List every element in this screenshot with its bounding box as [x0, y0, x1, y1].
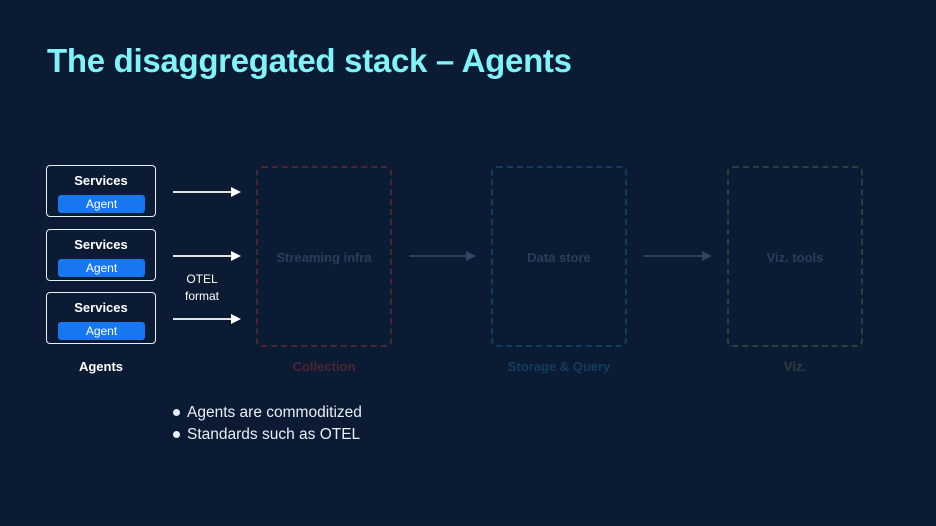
services-box-3: Services Agent — [46, 292, 156, 344]
services-label: Services — [74, 237, 128, 252]
agent-arrow-1 — [173, 187, 241, 197]
otel-label-line2: format — [184, 289, 219, 303]
stage-arrow-1 — [409, 251, 476, 261]
bullet-list: Agents are commoditized Standards such a… — [172, 404, 362, 448]
streaming-infra-label: Streaming infra — [276, 250, 372, 265]
storage-box: Data store — [491, 166, 627, 347]
data-store-label: Data store — [527, 250, 591, 265]
agent-chip: Agent — [58, 322, 145, 340]
viz-box: Viz. tools — [727, 166, 863, 347]
agent-arrow-2 — [173, 251, 241, 261]
slide-title: The disaggregated stack – Agents — [47, 42, 572, 79]
services-label: Services — [74, 173, 128, 188]
services-box-1: Services Agent — [46, 165, 156, 217]
bullet-item: Agents are commoditized — [172, 404, 362, 426]
agent-arrow-3 — [173, 314, 241, 324]
bullet-item: Standards such as OTEL — [172, 426, 362, 448]
storage-group-label: Storage & Query — [507, 359, 611, 374]
viz-tools-label: Viz. tools — [766, 250, 824, 265]
otel-label-line1: OTEL — [186, 272, 218, 286]
collection-box: Streaming infra — [256, 166, 392, 347]
collection-group-label: Collection — [292, 359, 356, 374]
viz-group-label: Viz. — [783, 359, 807, 374]
agent-chip: Agent — [58, 195, 145, 213]
services-box-2: Services Agent — [46, 229, 156, 281]
services-label: Services — [74, 300, 128, 315]
stage-arrow-2 — [644, 251, 712, 261]
agent-chip: Agent — [58, 259, 145, 277]
agents-group-label: Agents — [78, 359, 124, 374]
